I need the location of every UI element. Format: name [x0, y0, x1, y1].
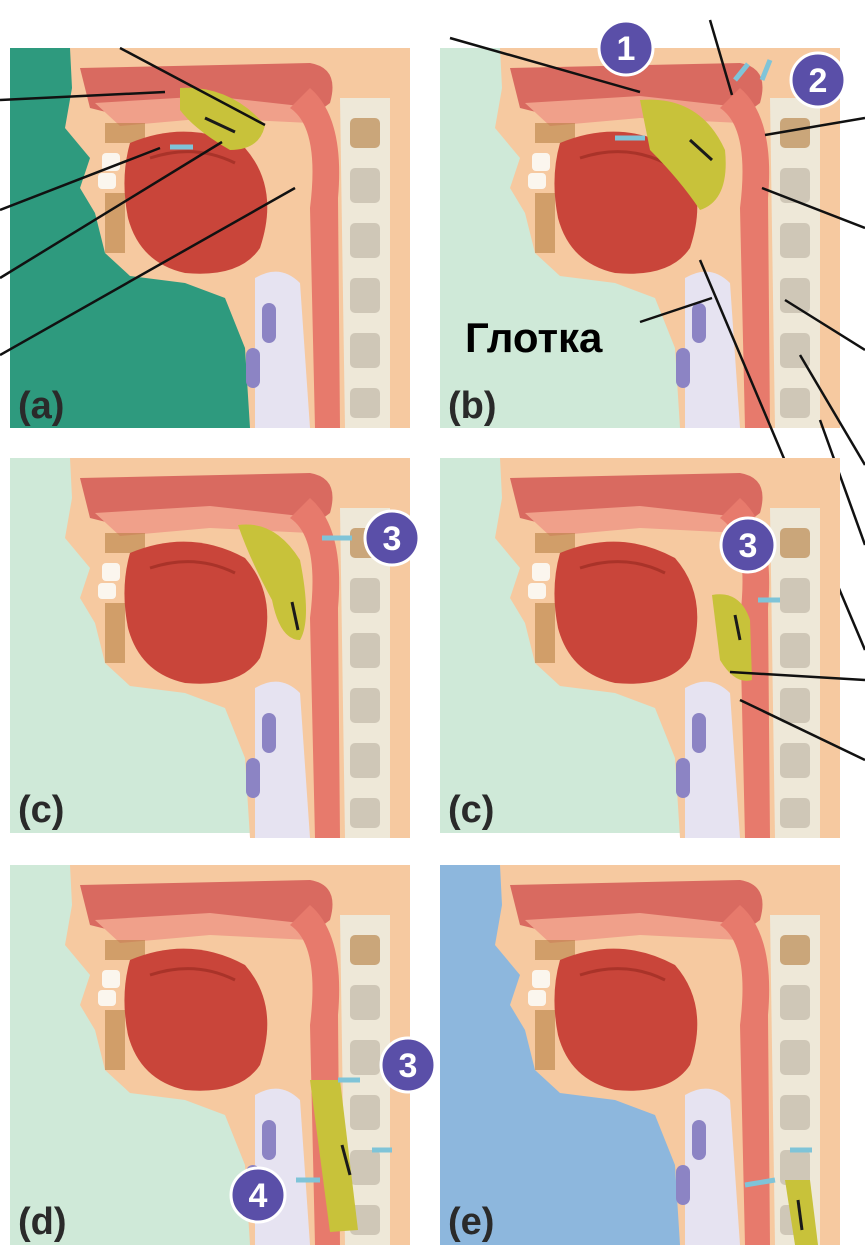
panel-d: 3 4 (d) — [10, 865, 435, 1245]
panel-a: (a) — [0, 48, 410, 428]
pharynx-label: Глотка — [465, 314, 603, 361]
badge-4-d: 4 — [249, 1177, 268, 1215]
panel-d-label: (d) — [18, 1201, 67, 1243]
badge-2: 2 — [809, 62, 828, 100]
panel-c-right: 3 (c) — [440, 458, 865, 838]
panel-c-left-label: (c) — [18, 789, 64, 831]
badge-3-c-right: 3 — [739, 527, 758, 565]
badge-3-c-left: 3 — [383, 520, 402, 558]
panel-a-label: (a) — [18, 385, 64, 427]
badge-3-d: 3 — [399, 1047, 418, 1085]
panel-b-label: (b) — [448, 385, 497, 427]
panel-c-right-label: (c) — [448, 789, 494, 831]
badge-1: 1 — [617, 30, 636, 68]
panel-e: (e) — [440, 865, 840, 1245]
panel-e-label: (e) — [448, 1201, 494, 1243]
panel-c-left: 3 (c) — [10, 458, 419, 838]
